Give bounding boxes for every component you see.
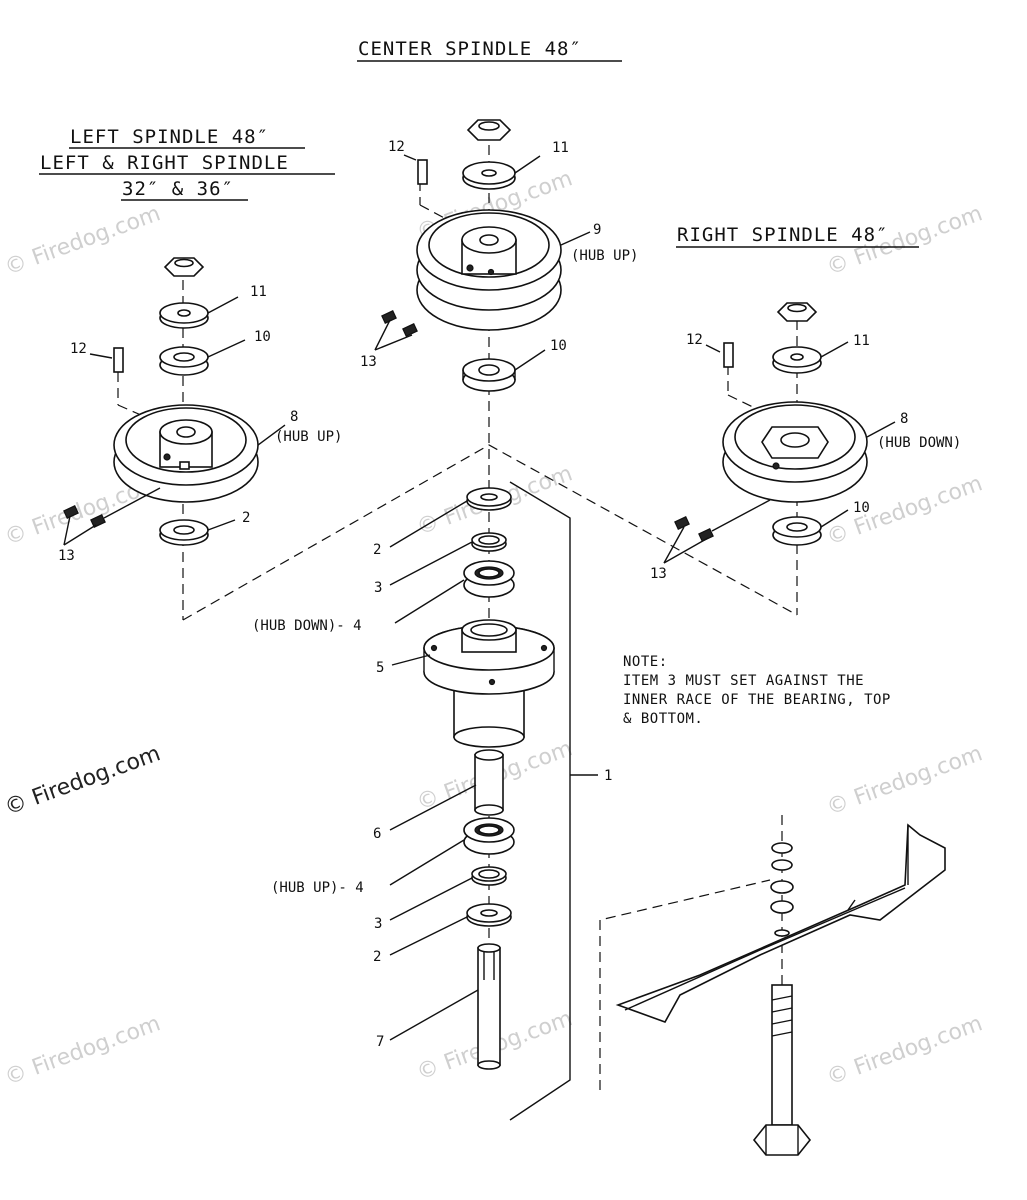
right-washer-10 [772, 516, 822, 546]
left-washer-10 [159, 346, 209, 376]
center-key-12 [417, 159, 428, 185]
leader-lines [63, 154, 896, 1041]
left-spindle-heading-line1: LEFT SPINDLE 48″ [70, 126, 269, 148]
callout-stack-6: 6 [373, 826, 381, 842]
callout-center-12: 12 [388, 139, 405, 155]
left-spindle-heading-line3: 32″ & 36″ [122, 178, 234, 200]
watermark: © Firedog.com [2, 741, 164, 820]
callout-right-13: 13 [650, 566, 667, 582]
callout-stack-1: 1 [604, 768, 612, 784]
stack-housing-5 [423, 619, 555, 748]
callout-left-10: 10 [254, 329, 271, 345]
left-key-12 [113, 347, 124, 373]
right-spindle-heading: RIGHT SPINDLE 48″ [677, 224, 888, 246]
callout-left-2: 2 [242, 510, 250, 526]
headings: CENTER SPINDLE 48″ LEFT SPINDLE 48″ LEFT… [39, 38, 919, 248]
callout-stack-2-top: 2 [373, 542, 381, 558]
center-washer-10 [462, 358, 516, 392]
callout-stack-7: 7 [376, 1034, 384, 1050]
left-hex-nut [163, 257, 205, 277]
right-setscrews-13 [674, 499, 771, 542]
stack-sleeve-6 [474, 749, 504, 816]
callout-stack-4-bottom: (HUB UP)- 4 [271, 880, 364, 896]
callout-stack-2-bottom: 2 [373, 949, 381, 965]
callout-stack-5: 5 [376, 660, 384, 676]
callout-left-12: 12 [70, 341, 87, 357]
center-spindle-heading: CENTER SPINDLE 48″ [358, 38, 582, 60]
callout-right-10: 10 [853, 500, 870, 516]
center-setscrews-13 [381, 310, 418, 337]
callout-right-8: 8 [900, 411, 908, 427]
callout-right-8-note: (HUB DOWN) [877, 435, 961, 451]
note-line-2: ITEM 3 MUST SET AGAINST THE [623, 673, 864, 689]
left-spindle-heading-line2: LEFT & RIGHT SPINDLE [40, 152, 289, 174]
stack-shaft-7 [477, 943, 501, 1070]
callout-stack-3-top: 3 [374, 580, 382, 596]
watermark: © Firedog.com [2, 1011, 164, 1090]
center-washer-11 [462, 161, 516, 190]
callout-stack-4-top: (HUB DOWN)- 4 [252, 618, 362, 634]
callout-center-9-note: (HUB UP) [571, 248, 638, 264]
assembly-note: NOTE: ITEM 3 MUST SET AGAINST THE INNER … [623, 654, 891, 727]
callout-stack-3-bottom: 3 [374, 916, 382, 932]
watermark: © Firedog.com [2, 201, 164, 280]
stack-washer-2-top [466, 487, 512, 511]
callout-right-12: 12 [686, 332, 703, 348]
callout-center-13: 13 [360, 354, 377, 370]
note-line-4: & BOTTOM. [623, 711, 703, 727]
stack-washer-2-bottom [466, 903, 512, 927]
watermark: © Firedog.com [824, 741, 986, 820]
item-1-bracket [509, 481, 598, 1121]
right-hex-nut [776, 302, 818, 322]
blade-assembly [615, 823, 946, 1156]
callouts: 11 10 12 8 (HUB UP) 2 13 12 11 9 (HUB UP… [58, 139, 961, 1050]
stack-spacer-3-top [471, 532, 507, 552]
callout-center-9: 9 [593, 222, 601, 238]
center-pulley-9 [416, 209, 562, 331]
note-line-1: NOTE: [623, 654, 668, 670]
stack-spacer-3-bottom [471, 866, 507, 886]
callout-right-11: 11 [853, 333, 870, 349]
stack-bearing-4-top [463, 560, 515, 598]
left-setscrews-13 [63, 487, 161, 528]
right-pulley-8 [722, 401, 868, 503]
right-washer-11 [772, 346, 822, 374]
left-washer-2 [159, 519, 209, 546]
watermark: © Firedog.com [824, 1011, 986, 1090]
left-pulley-8 [113, 404, 259, 503]
callout-left-11: 11 [250, 284, 267, 300]
callout-left-13: 13 [58, 548, 75, 564]
center-hex-nut [466, 119, 512, 141]
right-key-12 [723, 342, 734, 368]
left-washer-11 [159, 302, 209, 329]
callout-left-8: 8 [290, 409, 298, 425]
note-line-3: INNER RACE OF THE BEARING, TOP [623, 692, 891, 708]
callout-center-11: 11 [552, 140, 569, 156]
callout-center-10: 10 [550, 338, 567, 354]
callout-left-8-note: (HUB UP) [275, 429, 342, 445]
stack-bearing-4-bottom [463, 817, 515, 855]
